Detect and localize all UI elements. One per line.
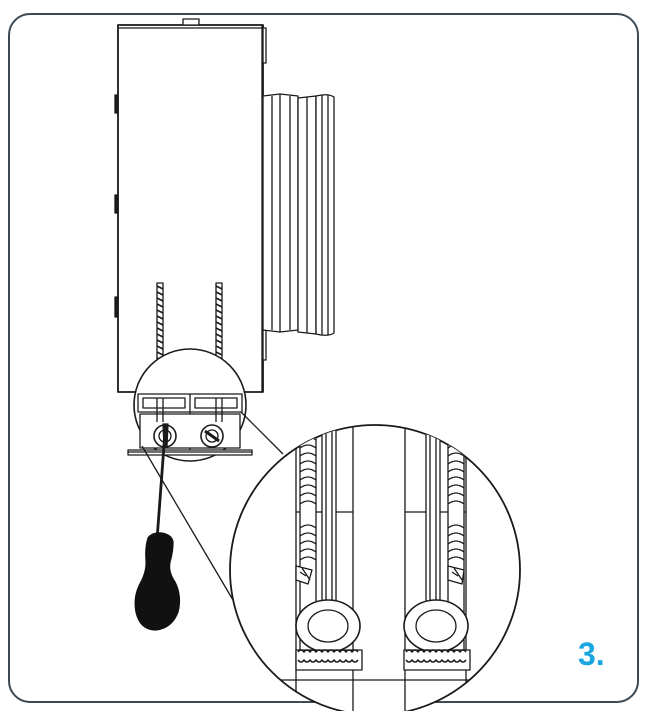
adjustment-screw-icon-right [200,424,224,448]
adjustment-knob-right [403,599,471,671]
adjustment-knob-left [295,599,363,671]
screwdriver-icon [134,431,181,631]
magnifier-circle-large [229,424,521,711]
side-flange [262,93,335,336]
step-number: 3. [578,636,605,672]
magnifier-connector [141,411,284,601]
housing-unit [114,18,267,393]
magnifier-circle-small [127,348,253,462]
